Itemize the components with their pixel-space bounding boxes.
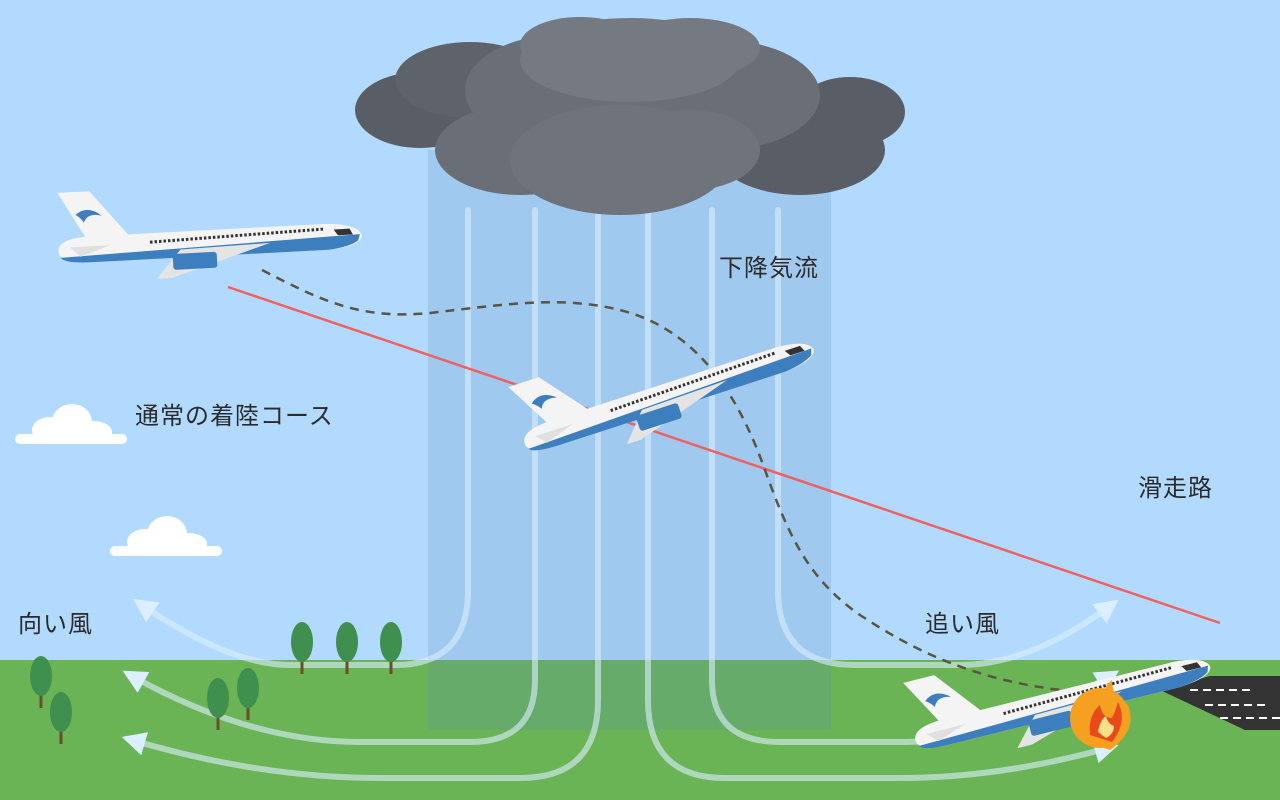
headwind-arrow-lower: [121, 207, 601, 781]
normal-landing-course-line: [227, 285, 1221, 625]
headwind-arrow-middle: [122, 207, 538, 745]
fire-icon: [1070, 680, 1131, 750]
label-headwind: 向い風: [18, 610, 93, 638]
label-tailwind: 追い風: [925, 610, 1000, 638]
storm-cloud-icon: [355, 17, 905, 215]
runway: [1160, 676, 1280, 730]
headwind-arrow-upper: [133, 207, 471, 668]
tailwind-arrow-upper: [775, 207, 1119, 668]
tailwind-arrow-lower: [645, 207, 1119, 781]
label-normal-landing-course: 通常の着陸コース: [135, 402, 334, 430]
label-downdraft: 下降気流: [719, 254, 819, 282]
label-runway: 滑走路: [1138, 474, 1213, 502]
